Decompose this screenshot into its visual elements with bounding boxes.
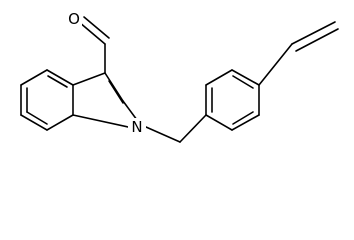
nitrogen-label: N	[131, 118, 142, 136]
bond	[205, 69, 233, 86]
bond	[72, 114, 129, 128]
bond	[145, 126, 181, 143]
oxygen-atom: O	[66, 10, 82, 28]
oxygen-label: O	[68, 10, 80, 28]
indole-pyrrole-ring	[72, 72, 138, 128]
styrene-benzene-ring	[205, 69, 260, 131]
bond	[46, 69, 74, 86]
bond	[122, 100, 138, 121]
double-bond	[108, 80, 124, 104]
atom-label-background	[128, 118, 146, 137]
bond	[104, 72, 124, 102]
methylene-linker	[145, 114, 207, 143]
double-bond	[26, 111, 48, 125]
molecule-diagram: O N	[20, 10, 339, 143]
bond	[231, 69, 260, 86]
double-bond	[47, 75, 68, 88]
double-bond	[83, 16, 110, 39]
bond	[205, 114, 233, 131]
double-bond	[295, 28, 339, 52]
bond	[78, 21, 106, 45]
bond	[72, 72, 106, 86]
aldehyde-group	[78, 16, 110, 74]
bond	[291, 21, 336, 45]
atom-label-background	[66, 10, 82, 28]
double-bond	[232, 111, 254, 125]
bond	[231, 114, 260, 131]
vinyl-group	[258, 21, 339, 86]
molecule-structure: O N	[20, 10, 339, 143]
indole-benzene-ring	[20, 69, 74, 131]
bond	[20, 69, 48, 86]
double-bond	[232, 75, 254, 89]
bond	[46, 114, 74, 131]
nitrogen-atom: N	[128, 118, 146, 137]
bond	[20, 114, 48, 131]
bond	[258, 43, 293, 86]
bond	[179, 114, 207, 143]
